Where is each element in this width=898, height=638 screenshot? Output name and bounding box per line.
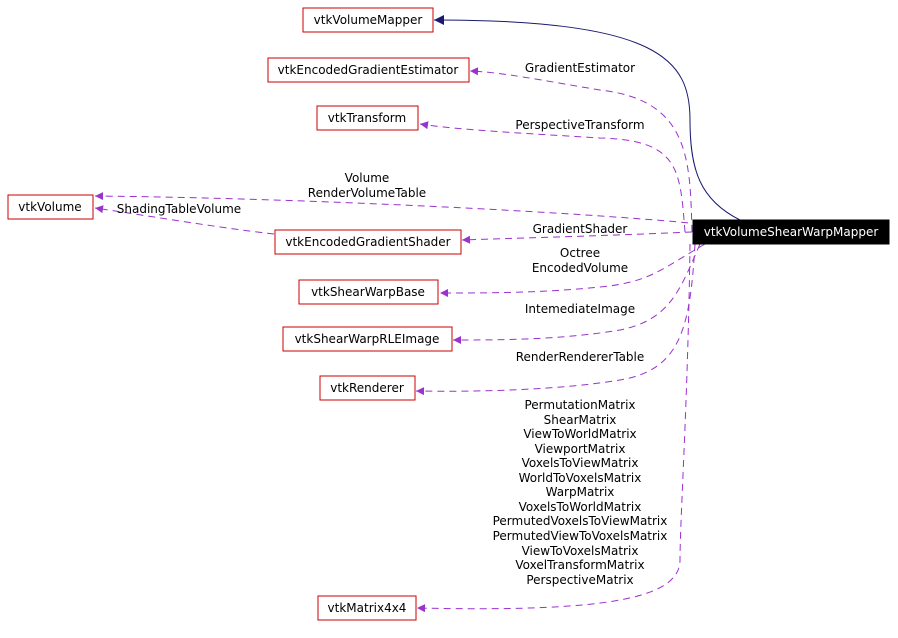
label-matrix: VoxelTransformMatrix bbox=[515, 558, 644, 572]
node-vtk-matrix4x4[interactable]: vtkMatrix4x4 bbox=[317, 595, 417, 621]
node-label: vtkEncodedGradientShader bbox=[285, 235, 450, 249]
edge-gradient-estimator bbox=[469, 67, 693, 233]
label-matrix: ViewportMatrix bbox=[535, 442, 626, 456]
node-vtk-transform[interactable]: vtkTransform bbox=[316, 105, 419, 131]
node-label: vtkVolume bbox=[18, 200, 81, 214]
edge-gradient-shader bbox=[461, 231, 693, 244]
label-render-renderer-table: RenderRendererTable bbox=[516, 350, 645, 364]
label-render-volume-table: RenderVolumeTable bbox=[308, 186, 426, 200]
edge-labels: GradientEstimator PerspectiveTransform V… bbox=[117, 61, 668, 587]
label-matrix: PermutedViewToVoxelsMatrix bbox=[493, 529, 668, 543]
node-label: vtkVolumeMapper bbox=[314, 13, 423, 27]
label-matrix: PermutationMatrix bbox=[524, 398, 635, 412]
edge-matrix bbox=[416, 243, 691, 613]
node-vtk-renderer[interactable]: vtkRenderer bbox=[319, 375, 416, 401]
label-encoded-volume: EncodedVolume bbox=[532, 261, 628, 275]
node-label: vtkShearWarpBase bbox=[311, 285, 425, 299]
label-matrix: PerspectiveMatrix bbox=[526, 573, 633, 587]
node-vtk-volume-shear-warp-mapper[interactable]: vtkVolumeShearWarpMapper bbox=[692, 219, 890, 245]
label-matrix: WorldToVoxelsMatrix bbox=[519, 471, 642, 485]
label-matrix: VoxelsToWorldMatrix bbox=[519, 500, 642, 514]
label-matrix: ViewToVoxelsMatrix bbox=[522, 544, 639, 558]
node-vtk-encoded-gradient-shader[interactable]: vtkEncodedGradientShader bbox=[274, 229, 462, 255]
node-label: vtkTransform bbox=[328, 111, 406, 125]
node-vtk-shear-warp-rle-image[interactable]: vtkShearWarpRLEImage bbox=[282, 326, 453, 352]
node-label: vtkRenderer bbox=[330, 381, 404, 395]
edge-rle-image bbox=[452, 243, 701, 344]
node-label: vtkShearWarpRLEImage bbox=[295, 332, 440, 346]
label-gradient-estimator: GradientEstimator bbox=[525, 61, 635, 75]
label-matrix: ViewToWorldMatrix bbox=[523, 427, 636, 441]
label-matrix: ShearMatrix bbox=[544, 413, 617, 427]
node-vtk-shear-warp-base[interactable]: vtkShearWarpBase bbox=[298, 279, 439, 305]
node-vtk-volume-mapper[interactable]: vtkVolumeMapper bbox=[302, 7, 434, 33]
edge-shear-warp-base bbox=[439, 243, 706, 297]
label-matrix: VoxelsToViewMatrix bbox=[522, 456, 639, 470]
node-label: vtkMatrix4x4 bbox=[328, 601, 407, 615]
label-octree: Octree bbox=[560, 246, 600, 260]
edge-shading-table-volume bbox=[94, 205, 275, 235]
label-perspective-transform: PerspectiveTransform bbox=[515, 118, 644, 132]
label-matrix: WarpMatrix bbox=[546, 485, 615, 499]
node-label: vtkVolumeShearWarpMapper bbox=[704, 225, 879, 239]
label-volume: Volume bbox=[345, 171, 390, 185]
edges bbox=[94, 15, 741, 613]
matrix-label-list: PermutationMatrix ShearMatrix ViewToWorl… bbox=[493, 398, 668, 587]
inheritance-edge-volume-mapper bbox=[433, 15, 741, 221]
edge-renderer bbox=[415, 243, 696, 396]
node-label: vtkEncodedGradientEstimator bbox=[278, 63, 459, 77]
node-vtk-volume[interactable]: vtkVolume bbox=[7, 194, 94, 220]
label-shading-table-volume: ShadingTableVolume bbox=[117, 202, 241, 216]
label-matrix: PermutedVoxelsToViewMatrix bbox=[493, 514, 668, 528]
label-intemediate-image: IntemediateImage bbox=[525, 302, 635, 316]
label-gradient-shader: GradientShader bbox=[533, 222, 628, 236]
edge-perspective-transform bbox=[419, 121, 686, 233]
node-vtk-encoded-gradient-estimator[interactable]: vtkEncodedGradientEstimator bbox=[267, 57, 470, 83]
